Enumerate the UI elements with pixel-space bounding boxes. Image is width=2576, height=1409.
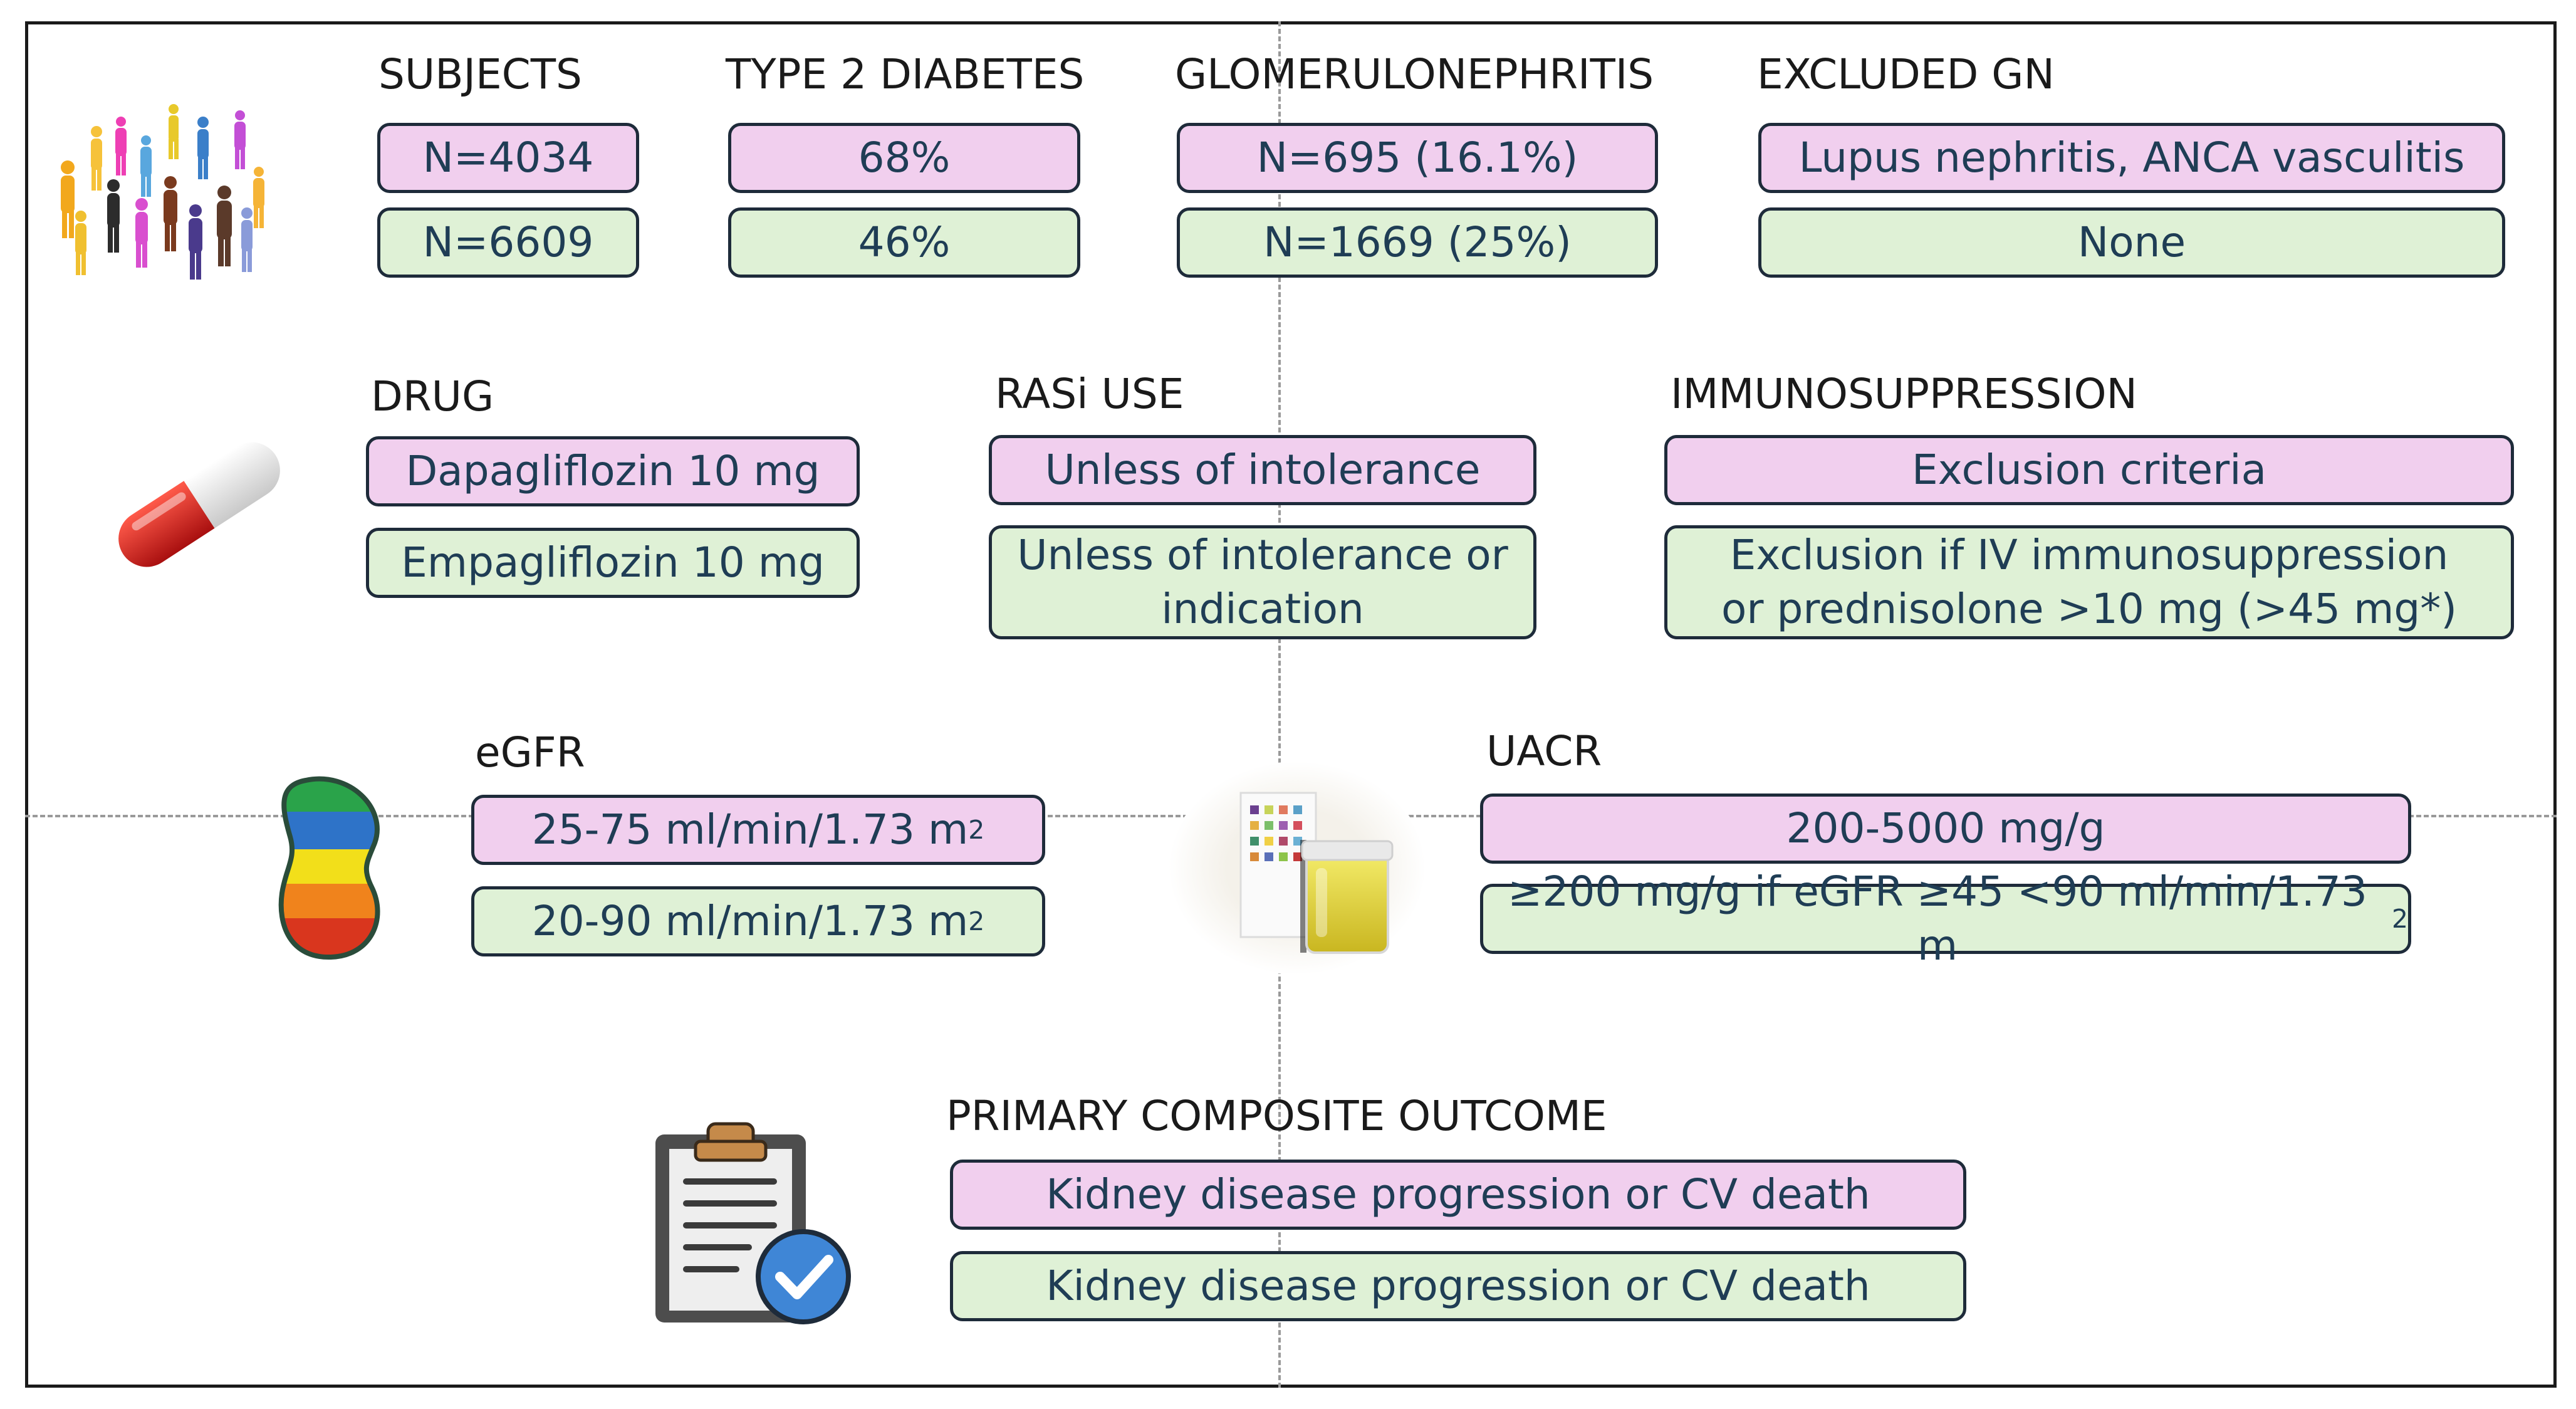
people-crowd-icon: [61, 104, 264, 280]
immunosuppression-label: IMMUNOSUPPRESSION: [1671, 370, 2137, 418]
egfr-label: eGFR: [475, 728, 585, 777]
uacr-trial-b-text: ≥200 mg/g if eGFR ≥45 <90 ml/min/1.73 m: [1508, 867, 2367, 970]
diabetes-trial-a-box: 68%: [728, 123, 1080, 193]
glomerulonephritis-label: GLOMERULONEPHRITIS: [1175, 50, 1654, 98]
figure-frame: [25, 21, 2557, 1388]
urine-dipstick-icon: [1169, 762, 1426, 975]
drug-trial-b-box: Empagliflozin 10 mg: [366, 528, 860, 598]
uacr-trial-a-box: 200-5000 mg/g: [1480, 794, 2411, 864]
rasi-use-label: RASi USE: [995, 370, 1184, 418]
rasi-trial-b-box: Unless of intolerance or indication: [989, 525, 1536, 639]
subjects-trial-a-box: N=4034: [377, 123, 639, 193]
vertical-guide-line: [1278, 21, 1281, 1388]
uacr-label: UACR: [1486, 727, 1602, 775]
excluded-gn-label: EXCLUDED GN: [1757, 50, 2055, 98]
type2-diabetes-label: TYPE 2 DIABETES: [726, 50, 1085, 98]
clipboard-check-icon: [655, 1122, 851, 1324]
subjects-trial-b-box: N=6609: [377, 207, 639, 278]
primary-composite-outcome-label: PRIMARY COMPOSITE OUTCOME: [946, 1092, 1607, 1140]
immuno-trial-a-box: Exclusion criteria: [1664, 435, 2514, 505]
outcome-trial-a-box: Kidney disease progression or CV death: [950, 1160, 1966, 1230]
excluded-gn-trial-a-box: Lupus nephritis, ANCA vasculitis: [1758, 123, 2505, 193]
outcome-trial-b-box: Kidney disease progression or CV death: [950, 1251, 1966, 1321]
capsule-pill-icon: [118, 442, 280, 567]
diabetes-trial-b-box: 46%: [728, 207, 1080, 278]
egfr-trial-b-text: 20-90 ml/min/1.73 m: [531, 897, 969, 946]
egfr-trial-a-text: 25-75 ml/min/1.73 m: [531, 805, 969, 854]
subjects-label: SUBJECTS: [378, 50, 582, 98]
excluded-gn-trial-b-box: None: [1758, 207, 2505, 278]
drug-label: DRUG: [371, 372, 494, 421]
gn-trial-b-box: N=1669 (25%): [1177, 207, 1658, 278]
drug-trial-a-box: Dapagliflozin 10 mg: [366, 436, 860, 506]
immuno-trial-b-box: Exclusion if IV immunosuppression or pre…: [1664, 525, 2514, 639]
kidney-egfr-icon: [278, 776, 380, 960]
gn-trial-a-box: N=695 (16.1%): [1177, 123, 1658, 193]
rasi-trial-a-box: Unless of intolerance: [989, 435, 1536, 505]
